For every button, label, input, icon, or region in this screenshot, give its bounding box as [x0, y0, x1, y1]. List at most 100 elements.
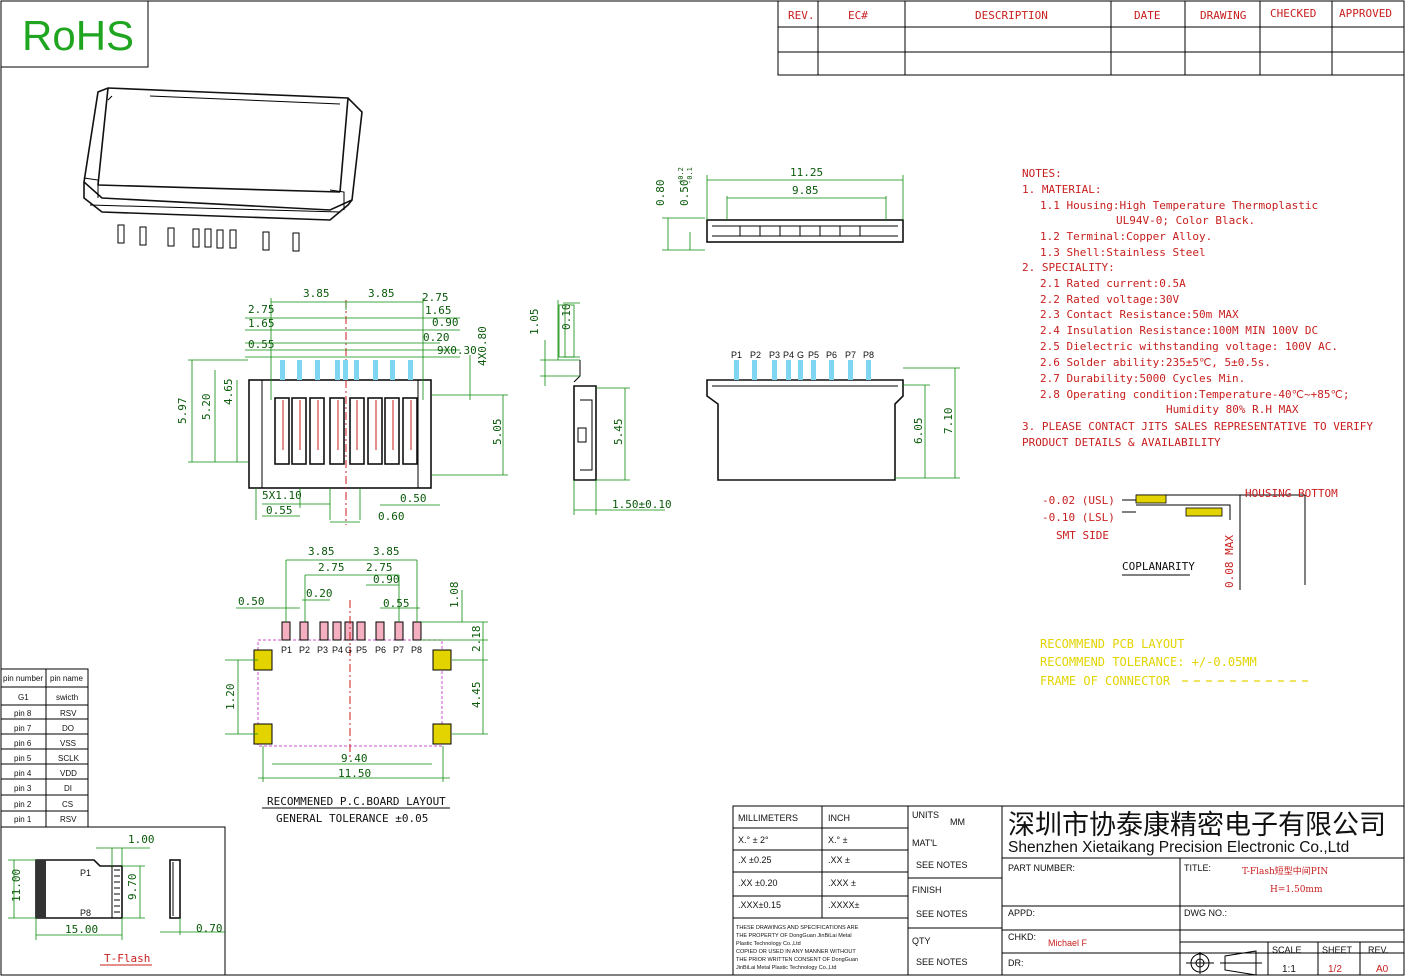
- tb-disclaimer-2: Plastic Technology Co.,Ltd: [736, 941, 801, 947]
- rear-pin-p6: P6: [826, 350, 837, 360]
- usl-label: -0.02 (USL): [1042, 494, 1115, 507]
- tb-tol-mm-0: X.° ± 2°: [738, 835, 769, 845]
- note-15: Humidity 80% R.H MAX: [1166, 403, 1299, 416]
- rear-dim-6-05: 6.05: [912, 418, 925, 445]
- pcb-pin-p4: P4: [332, 645, 343, 655]
- tb-tol-inch-0: X.° ±: [828, 835, 848, 845]
- tb-tol-mm-3: .XXX±0.15: [738, 900, 781, 910]
- tflash-dim-15-00: 15.00: [65, 923, 98, 936]
- legend-frame: FRAME OF CONNECTOR: [1040, 674, 1171, 688]
- note-9: 2.3 Contact Resistance:50m MAX: [1040, 308, 1239, 321]
- pin-row-2-number: pin 7: [14, 724, 32, 733]
- pcb-pin-p6: P6: [375, 645, 386, 655]
- side-view: 1.05 0.10 5.45 1.50±0.10: [528, 300, 672, 515]
- pin-row-1-number: pin 8: [14, 709, 32, 718]
- note-6: 2. SPECIALITY:: [1022, 261, 1115, 274]
- tb-matl: MAT'L: [912, 838, 937, 848]
- tflash-pin-p1: P1: [80, 868, 91, 878]
- tb-chkd-name: Michael F: [1048, 938, 1088, 948]
- pin-row-5-name: VDD: [60, 769, 77, 778]
- pin-row-8-number: pin 1: [14, 815, 32, 824]
- pcb-dim-11-50: 11.50: [338, 767, 371, 780]
- smt-side-label: SMT SIDE: [1056, 529, 1109, 542]
- date-header: DATE: [1134, 9, 1161, 22]
- note-2: 1.1 Housing:High Temperature Thermoplast…: [1040, 199, 1318, 212]
- ec-header: EC#: [848, 9, 868, 22]
- rear-pin-g: G: [797, 350, 804, 360]
- note-11: 2.5 Dielectric withstanding voltage: 100…: [1040, 340, 1338, 353]
- pcb-dim-2-75a: 2.75: [318, 561, 345, 574]
- rohs-mark: RoHS: [0, 0, 149, 68]
- tflash-dim-11-00: 11.00: [10, 869, 23, 902]
- pcb-dim-0-20: 0.20: [306, 587, 333, 600]
- tb-sheet-label: SHEET: [1322, 945, 1353, 955]
- tb-rev-value: A0: [1376, 964, 1389, 975]
- tb-tol-inch-1: .XX ±: [828, 855, 850, 865]
- coplanarity-title: COPLANARITY: [1122, 560, 1195, 573]
- front-dim-3-85a: 3.85: [303, 287, 330, 300]
- pcb-dim-4-45: 4.45: [470, 682, 483, 709]
- pin-row-7-number: pin 2: [14, 800, 32, 809]
- tb-title-value-2: H=1.50mm: [1270, 885, 1323, 895]
- tb-dr: DR:: [1008, 958, 1024, 968]
- front-dim-0-55b: 0.55: [266, 504, 293, 517]
- isometric-view: [83, 87, 363, 252]
- lsl-label: -0.10 (LSL): [1042, 511, 1115, 524]
- front-dim-0-55: 0.55: [248, 338, 275, 351]
- front-dim-4x0-80: 4X0.80: [476, 326, 489, 366]
- pin-row-4-name: SCLK: [58, 754, 80, 763]
- rev-header: REV.: [788, 9, 815, 22]
- pin-row-8-name: RSV: [60, 815, 77, 824]
- tb-scale-label: SCALE: [1272, 945, 1302, 955]
- pin-row-3-name: VSS: [60, 739, 76, 748]
- pcb-general-tolerance: GENERAL TOLERANCE ±0.05: [276, 812, 428, 825]
- tb-disclaimer-1: THE PROPERTY OF DongGuan JinBiLai Metal: [736, 933, 852, 939]
- notes: NOTES: 1. MATERIAL: 1.1 Housing:High Tem…: [1022, 167, 1373, 449]
- tb-chkd: CHKD:: [1008, 932, 1036, 942]
- tflash-card: 1.00 11.00 9.70 15.00 0.70 P1 P8 T-Flash: [0, 826, 226, 976]
- tb-see-notes-1: SEE NOTES: [916, 860, 968, 870]
- approved-header: APPROVED: [1339, 7, 1392, 20]
- rear-pin-p5: P5: [808, 350, 819, 360]
- rear-dim-7-10: 7.10: [942, 408, 955, 435]
- iso-pins: [117, 224, 300, 252]
- pcb-dim-0-50: 0.50: [238, 595, 265, 608]
- note-3: UL94V-0; Color Black.: [1116, 214, 1255, 227]
- front-dim-5-05: 5.05: [491, 419, 504, 446]
- pin-table-header-name: pin name: [50, 674, 83, 683]
- rear-pin-p2: P2: [750, 350, 761, 360]
- front-dim-0-90: 0.90: [432, 316, 459, 329]
- pcb-pin-g: G: [345, 645, 352, 655]
- rear-pin-p4: P4: [783, 350, 794, 360]
- rear-pin-p1: P1: [731, 350, 742, 360]
- tflash-pin-p8: P8: [80, 908, 91, 918]
- note-16: 3. PLEASE CONTACT JITS SALES REPRESENTAT…: [1022, 420, 1373, 433]
- side-dim-0-10: 0.10: [560, 304, 573, 331]
- pin-row-3-number: pin 6: [14, 739, 32, 748]
- tb-tol-mm-1: .X ±0.25: [738, 855, 771, 865]
- coplanarity-diagram: -0.02 (USL) -0.10 (LSL) SMT SIDE HOUSING…: [1042, 487, 1338, 590]
- pcb-dim-2-75b: 2.75: [366, 561, 393, 574]
- rear-pin-leads: [734, 360, 871, 380]
- tb-disclaimer-3: COPIED OR USED IN ANY MANNER WITHOUT: [736, 949, 856, 955]
- housing-bottom-label: HOUSING BOTTOM: [1245, 487, 1338, 500]
- side-dim-1-05: 1.05: [528, 309, 541, 336]
- pcb-dim-9-40: 9.40: [341, 752, 368, 765]
- side-dim-1-50: 1.50±0.10: [612, 498, 672, 511]
- pin-row-6-number: pin 3: [14, 784, 32, 793]
- front-dim-0-60: 0.60: [378, 510, 405, 523]
- pin-row-6-name: DI: [64, 784, 72, 793]
- tb-scale-value: 1:1: [1282, 964, 1296, 975]
- front-dim-0-50: 0.50: [400, 492, 427, 505]
- note-10: 2.4 Insulation Resistance:100M MIN 100V …: [1040, 324, 1318, 337]
- pcb-pin-p3: P3: [317, 645, 328, 655]
- projection-symbol: [1186, 950, 1262, 976]
- tflash-dim-9-70: 9.70: [126, 874, 139, 901]
- front-dim-1-65b: 1.65: [425, 304, 452, 317]
- tb-units-value: MM: [950, 817, 965, 827]
- tb-rev-label: REV.: [1368, 945, 1388, 955]
- front-dim-5-20: 5.20: [200, 394, 213, 421]
- pcb-layout: P1 P2 P3 P4 G P5 P6 P7 P8 3.85 3.85 2.75…: [224, 545, 488, 825]
- note-5: 1.3 Shell:Stainless Steel: [1040, 246, 1206, 259]
